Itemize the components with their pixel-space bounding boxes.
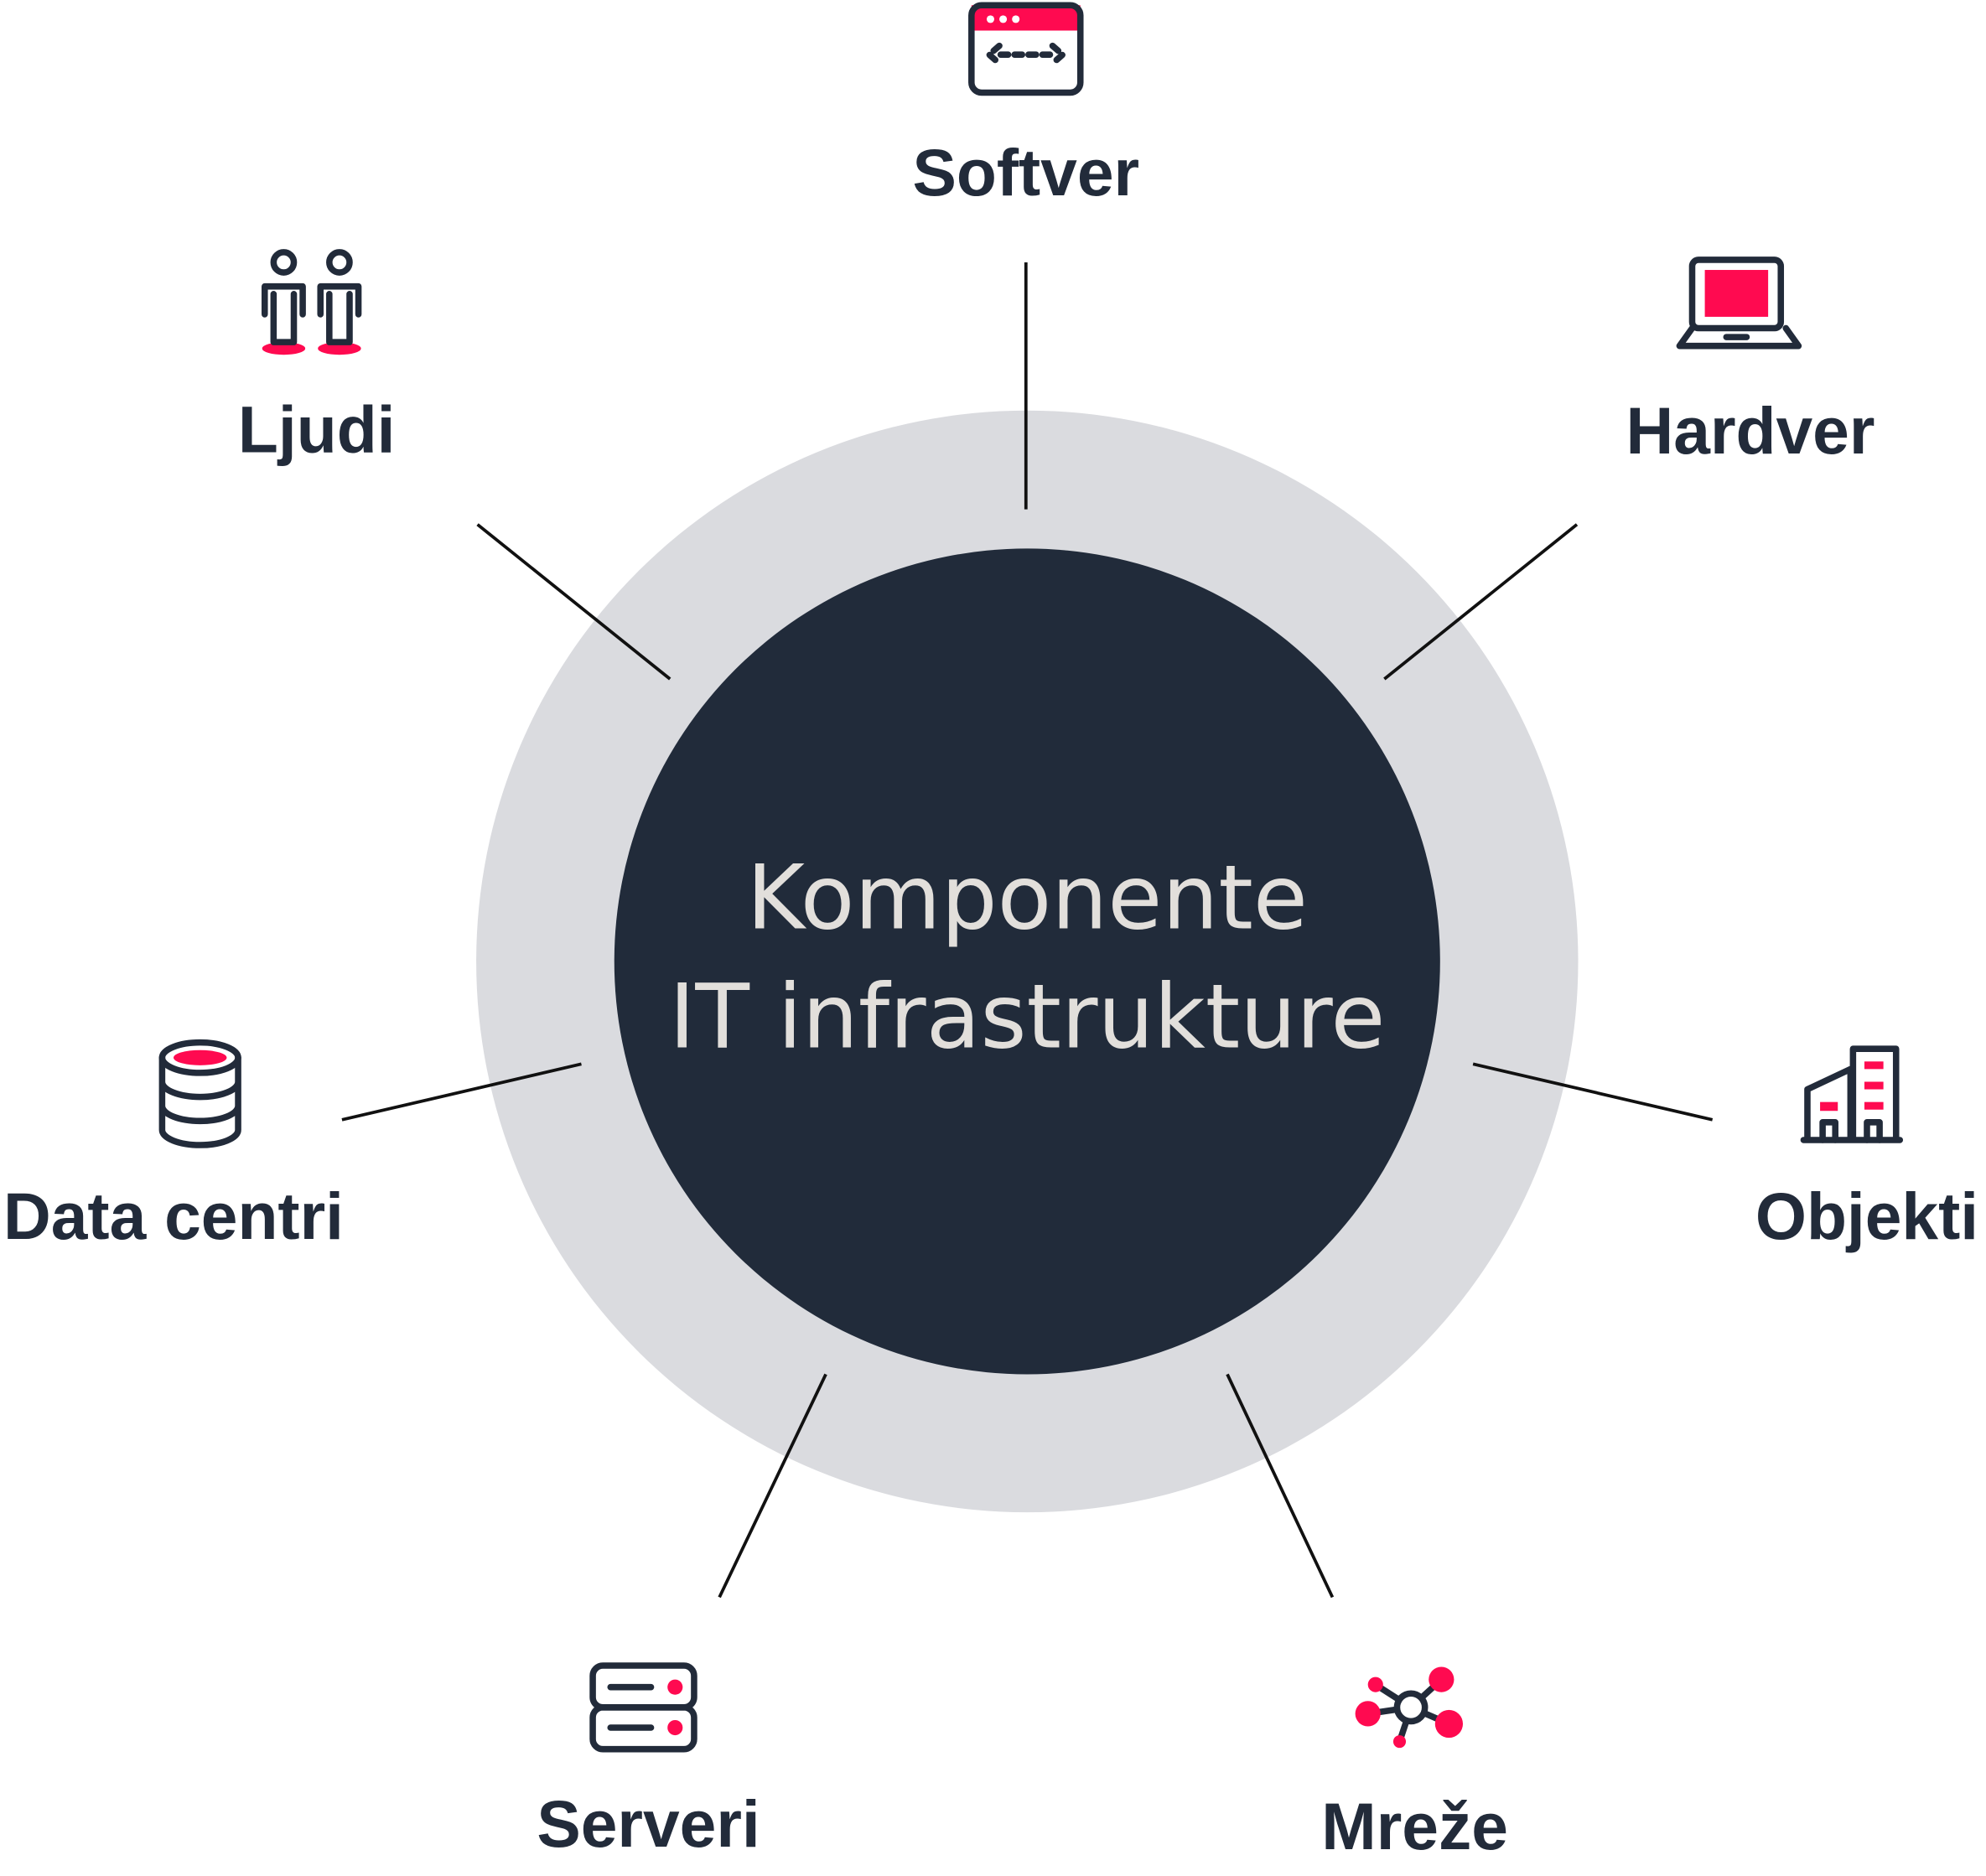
connector-mreze xyxy=(1226,1373,1335,1599)
connector-serveri xyxy=(718,1373,827,1599)
label-softver: Softver xyxy=(912,136,1139,210)
connector-objekti xyxy=(1472,1062,1714,1122)
connector-hardver xyxy=(1383,523,1579,681)
label-hardver: Hardver xyxy=(1626,394,1875,468)
label-ljudi: Ljudi xyxy=(238,393,396,467)
laptop-icon xyxy=(1676,257,1802,350)
label-mreze: Mreže xyxy=(1321,1790,1508,1863)
people-icon xyxy=(261,249,362,355)
code-window-icon xyxy=(968,2,1084,96)
center-title-line1: Komponente xyxy=(747,847,1308,950)
database-icon xyxy=(158,1039,241,1148)
server-icon xyxy=(589,1662,697,1753)
label-serveri: Serveri xyxy=(537,1787,760,1861)
center-title-line2: IT infrastrukture xyxy=(669,966,1385,1069)
label-objekti: Objekti xyxy=(1755,1179,1978,1253)
label-data-centri: Data centri xyxy=(3,1179,344,1253)
connector-data-centri xyxy=(341,1062,582,1122)
center-circle xyxy=(614,548,1440,1375)
network-icon xyxy=(1355,1666,1464,1749)
building-icon xyxy=(1800,1045,1904,1143)
connector-ljudi xyxy=(476,523,672,681)
